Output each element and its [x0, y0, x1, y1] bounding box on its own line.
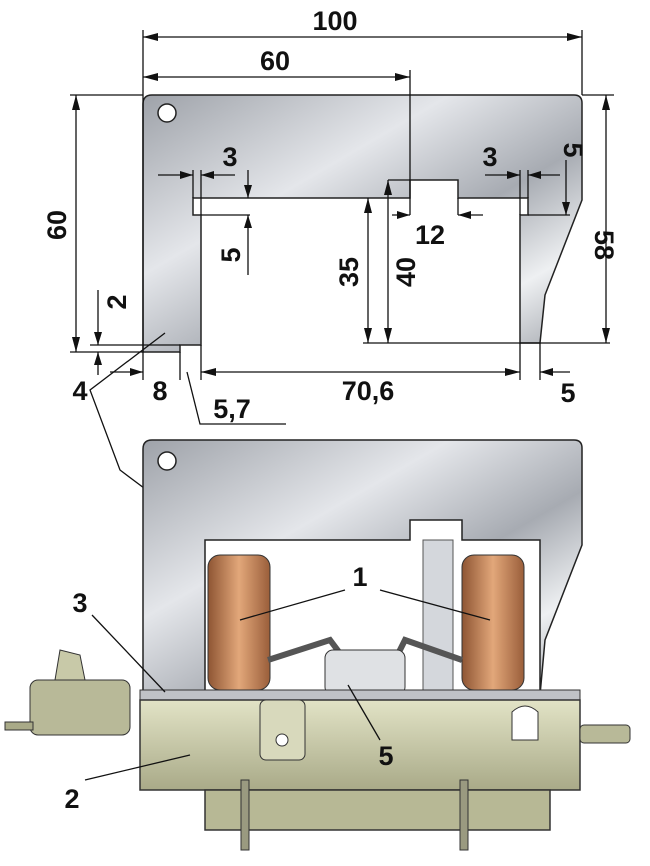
body-lower	[204, 789, 551, 831]
callout-4: 4	[72, 376, 87, 406]
dimension-labels: 100 60 3 3 12 60 5 5 35 40 58 2 8 5,7 70…	[42, 6, 619, 424]
dim-overall-width: 100	[312, 6, 357, 36]
fuel-nozzle	[579, 724, 631, 744]
boss	[259, 699, 306, 761]
mounting-hole	[157, 103, 177, 123]
connector-tab	[54, 649, 86, 681]
dim-right-step: 3	[482, 142, 497, 172]
dim-foot-offset: 5,7	[213, 394, 251, 424]
valve	[324, 649, 406, 696]
callout-2: 2	[64, 784, 79, 814]
dim-foot-step: 2	[102, 294, 132, 309]
dim-height-35: 35	[334, 257, 364, 287]
coil-left	[207, 554, 271, 691]
dim-right-notch-depth: 5	[558, 142, 588, 157]
dim-overall-height: 60	[42, 210, 72, 240]
stem	[422, 539, 454, 691]
screw-left	[240, 779, 250, 851]
dim-left-leg-width: 8	[152, 376, 167, 406]
plate-drawing	[142, 94, 583, 353]
callout-1: 1	[352, 562, 367, 592]
connector	[29, 679, 131, 736]
assembly	[4, 439, 631, 851]
dim-left-step: 3	[222, 142, 237, 172]
screw-right	[459, 779, 469, 851]
callout-3: 3	[72, 588, 87, 618]
connector-wire	[4, 721, 34, 731]
mounting-hole	[157, 451, 177, 471]
dim-height-58: 58	[589, 230, 619, 260]
callout-lines	[84, 589, 491, 781]
coil-right	[461, 554, 525, 691]
dim-left-notch-depth: 5	[216, 247, 246, 262]
dim-right-leg-width: 5	[560, 378, 575, 408]
dimension-lines	[70, 30, 614, 501]
dim-opening-width: 70,6	[342, 376, 395, 406]
dim-height-40: 40	[391, 257, 421, 287]
right-slot	[511, 705, 539, 741]
body	[139, 699, 581, 791]
callout-5: 5	[378, 741, 393, 771]
dim-to-center: 60	[260, 46, 290, 76]
dim-center-notch: 12	[415, 220, 445, 250]
callout-labels: 4 1 3 2 5	[64, 376, 393, 814]
boss-hole	[275, 733, 289, 747]
gasket	[139, 689, 581, 701]
